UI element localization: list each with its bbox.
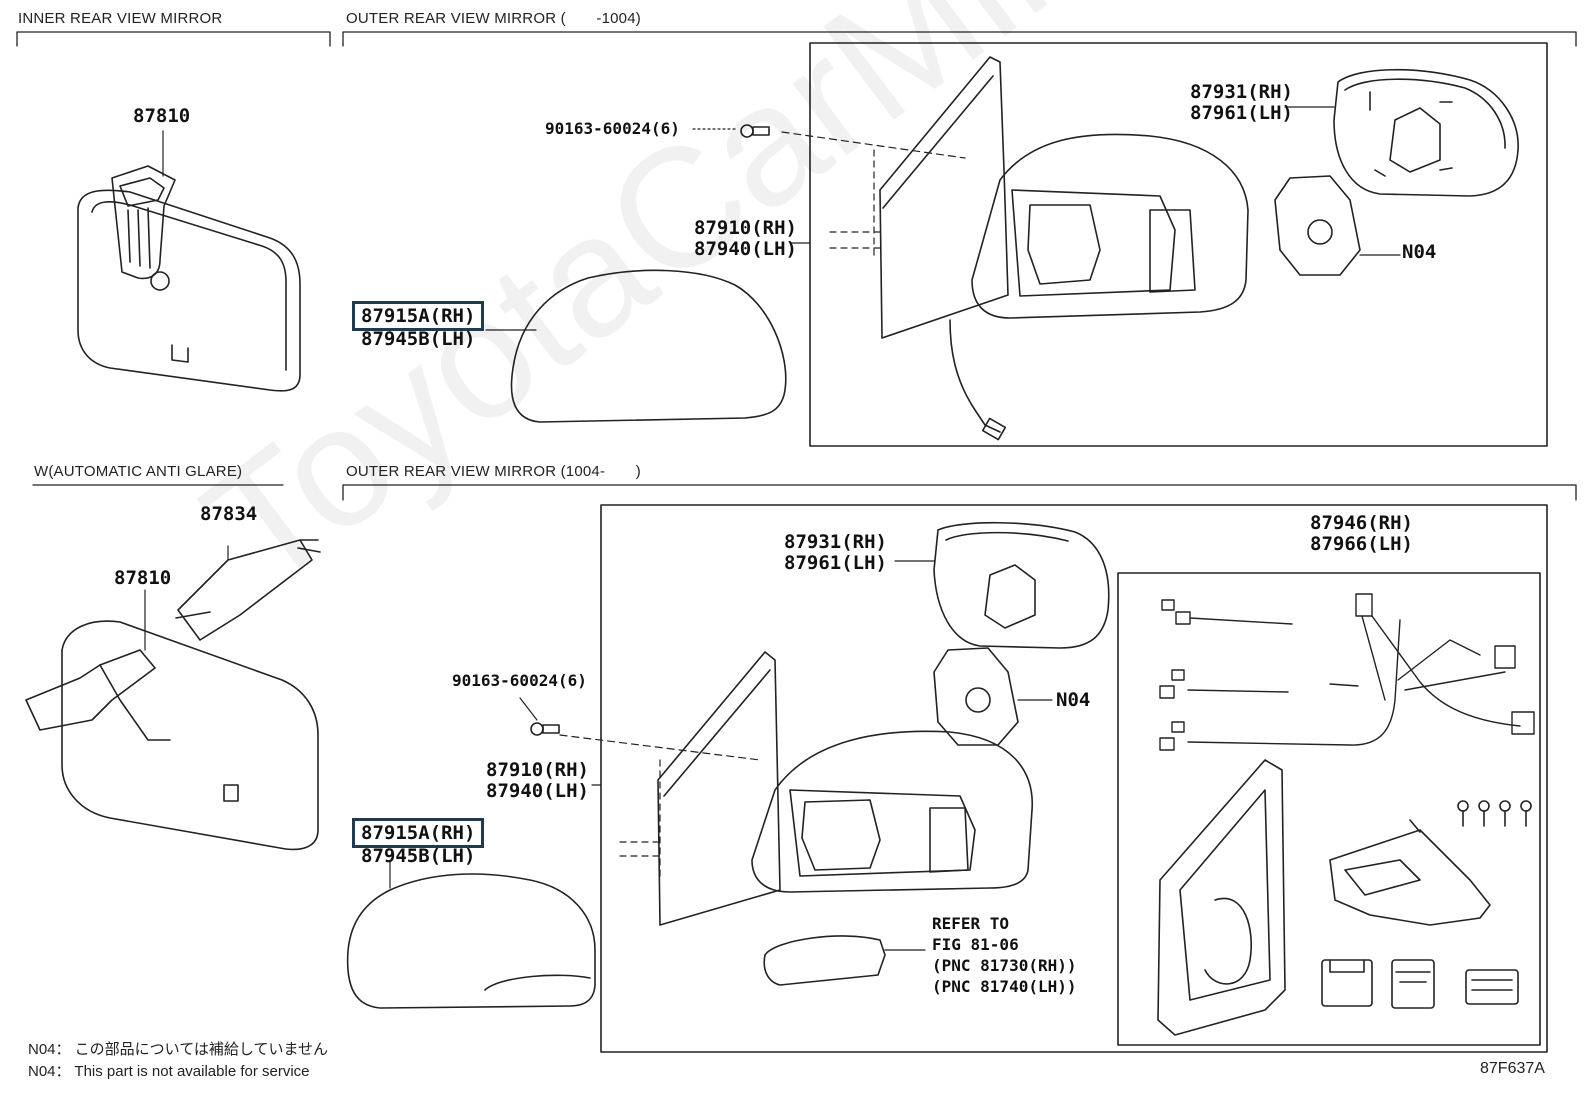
base-bracket-drawing bbox=[1157, 759, 1286, 1036]
motor-unit-drawing bbox=[1329, 819, 1491, 926]
part-label-87961-top[interactable]: 87961(LH) bbox=[1190, 102, 1293, 124]
part-label-87810-bottom[interactable]: 87810 bbox=[114, 567, 172, 589]
actuator-bottom-drawing bbox=[933, 647, 1053, 746]
part-label-bolt-top[interactable]: 90163-60024(6) bbox=[545, 119, 680, 138]
part-label-87940-top[interactable]: 87940(LH) bbox=[694, 238, 797, 260]
part-label-87910-bottom[interactable]: 87910(RH) bbox=[486, 759, 589, 781]
mirror-cover-bottom-drawing bbox=[346, 861, 596, 1009]
part-label-87946[interactable]: 87946(RH) bbox=[1310, 512, 1413, 534]
anti-glare-mirror-drawing bbox=[25, 539, 321, 851]
bottom-assembly-frame bbox=[600, 504, 1548, 1053]
part-label-87834[interactable]: 87834 bbox=[200, 503, 258, 525]
part-label-n04-bottom[interactable]: N04 bbox=[1056, 689, 1091, 711]
figure-code: 87F637A bbox=[1480, 1060, 1545, 1077]
note-english: N04： This part is not available for serv… bbox=[28, 1063, 310, 1080]
top-assembly-frame bbox=[809, 42, 1548, 447]
mirror-glass-element-top-drawing bbox=[1284, 68, 1519, 197]
header-outer-mirror-bottom: OUTER REAR VIEW MIRROR (1004- ) bbox=[346, 463, 641, 480]
refer-pnc-lh: (PNC 81740(LH)) bbox=[932, 977, 1077, 996]
part-label-87945b-top[interactable]: 87945B(LH) bbox=[361, 328, 476, 350]
mirror-glass-element-bottom-drawing bbox=[894, 521, 1110, 649]
mirror-body-bottom-drawing bbox=[559, 651, 1033, 926]
part-label-87931-top[interactable]: 87931(RH) bbox=[1190, 81, 1293, 103]
bolt-bottom-drawing bbox=[519, 697, 560, 736]
note-japanese: N04： この部品については補給していません bbox=[28, 1041, 329, 1058]
part-label-87810-top[interactable]: 87810 bbox=[133, 105, 191, 127]
inner-mirror-drawing bbox=[77, 130, 301, 392]
header-outer-mirror-top: OUTER REAR VIEW MIRROR ( -1004) bbox=[346, 10, 641, 27]
mirror-body-top-drawing bbox=[781, 56, 1249, 441]
part-label-87931-bottom[interactable]: 87931(RH) bbox=[784, 531, 887, 553]
part-label-n04-top[interactable]: N04 bbox=[1402, 241, 1437, 263]
mirror-glass-top-drawing bbox=[485, 269, 787, 423]
header-automatic-anti-glare: W(AUTOMATIC ANTI GLARE) bbox=[34, 463, 243, 480]
bolt-top-drawing bbox=[692, 124, 770, 138]
refer-to-label: REFER TO bbox=[932, 914, 1010, 933]
part-label-87910-top[interactable]: 87910(RH) bbox=[694, 217, 797, 239]
part-label-87915a-bottom-highlighted[interactable]: 87915A(RH) bbox=[352, 818, 485, 848]
turn-signal-drawing bbox=[763, 935, 926, 986]
part-label-87966[interactable]: 87966(LH) bbox=[1310, 533, 1413, 555]
part-label-bolt-bottom[interactable]: 90163-60024(6) bbox=[452, 671, 587, 690]
part-label-87961-bottom[interactable]: 87961(LH) bbox=[784, 552, 887, 574]
part-label-87940-bottom[interactable]: 87940(LH) bbox=[486, 780, 589, 802]
actuator-top-drawing bbox=[1274, 175, 1401, 276]
header-inner-rear-view-mirror: INNER REAR VIEW MIRROR bbox=[18, 10, 223, 27]
wiring-harness-drawing bbox=[1159, 593, 1535, 751]
wiring-kit-frame bbox=[1117, 572, 1541, 1046]
connectors-drawing bbox=[1321, 959, 1519, 1009]
refer-pnc-rh: (PNC 81730(RH)) bbox=[932, 956, 1077, 975]
part-label-87915a-top-highlighted[interactable]: 87915A(RH) bbox=[352, 301, 485, 331]
part-label-87945b-bottom[interactable]: 87945B(LH) bbox=[361, 845, 476, 867]
refer-fig-link[interactable]: FIG 81-06 bbox=[932, 935, 1019, 954]
screws-drawing bbox=[1457, 800, 1532, 827]
section-brackets bbox=[16, 31, 1577, 501]
